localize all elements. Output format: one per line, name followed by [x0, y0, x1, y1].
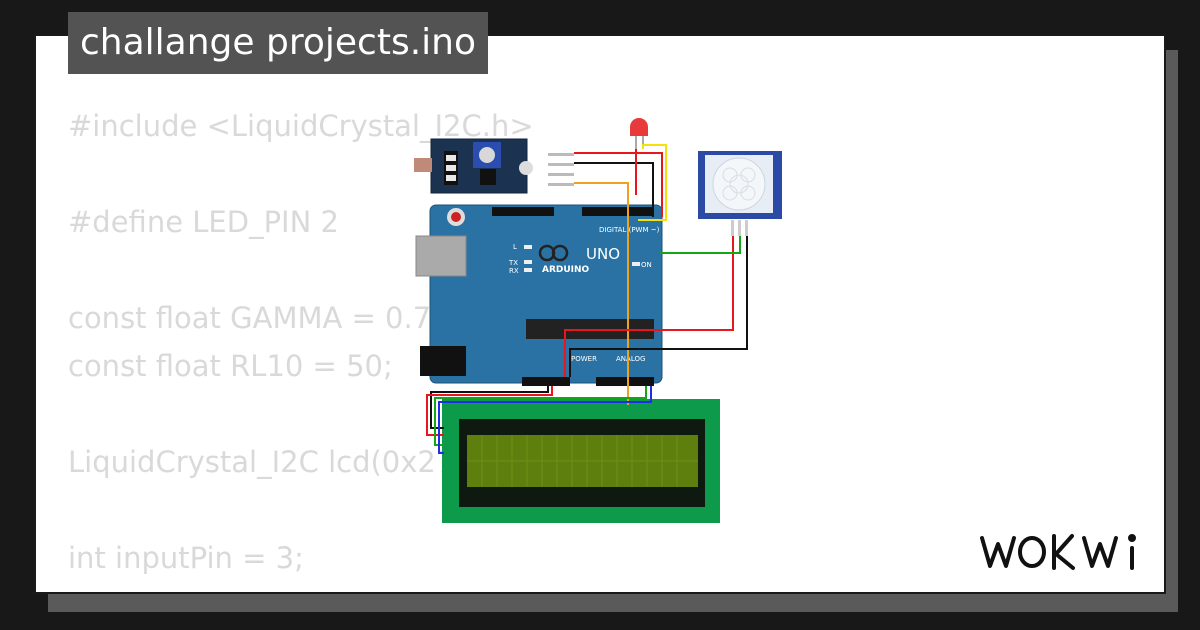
digital-header-label: DIGITAL (PWM ~) [599, 226, 660, 234]
arduino-brand-label: ARDUINO [542, 265, 590, 275]
wires [426, 144, 748, 454]
on-led-label: ON [641, 261, 652, 269]
code-line: const float RL10 = 50; [68, 349, 393, 383]
code-line: #define LED_PIN 2 [68, 205, 339, 239]
wokwi-logo[interactable] [976, 528, 1152, 576]
arduino-uno-board[interactable]: ARDUINO UNO DIGITAL (PWM ~) POWER ANALOG… [415, 204, 663, 386]
arduino-model-label: UNO [586, 245, 620, 263]
ldr-module[interactable] [414, 138, 574, 194]
tx-led-label: TX [508, 259, 518, 267]
code-line: int inputPin = 3; [68, 541, 304, 575]
lcd-16x2[interactable] [442, 399, 720, 523]
l-led-label: L [513, 243, 517, 251]
analog-header-label: ANALOG [616, 355, 645, 363]
code-line: int pirState = LOW; [68, 582, 568, 592]
usb-port [415, 235, 467, 277]
rx-led-label: RX [509, 267, 519, 275]
photoresistor [414, 158, 432, 172]
code-line: #include <LiquidCrystal_I2C.h> [68, 109, 534, 143]
code-line: const float GAMMA = 0.7; [68, 301, 441, 335]
circuit-diagram: ARDUINO UNO DIGITAL (PWM ~) POWER ANALOG… [414, 118, 782, 523]
power-jack [420, 346, 466, 376]
reset-button[interactable] [451, 212, 461, 222]
project-title: challange projects.ino [68, 12, 488, 74]
power-header-label: POWER [571, 355, 597, 363]
pir-sensor[interactable] [698, 151, 782, 236]
